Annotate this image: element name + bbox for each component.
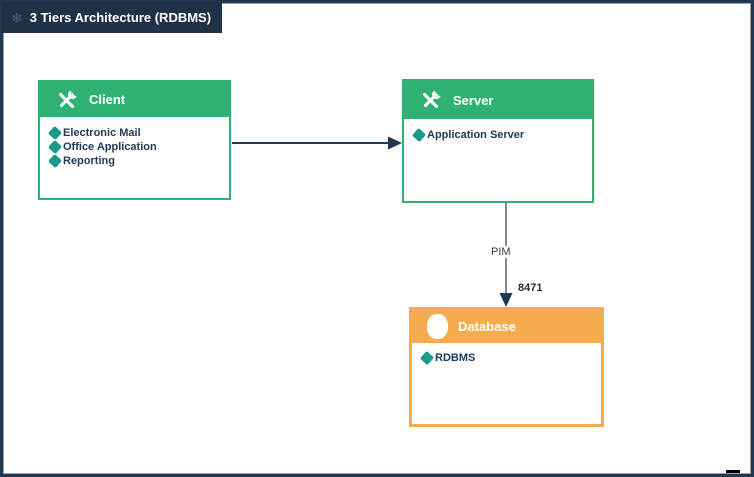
node-client-label: Client <box>89 92 126 107</box>
cursor-artifact <box>726 470 740 473</box>
list-item-label: Application Server <box>427 129 525 141</box>
list-item-label: Reporting <box>63 155 115 167</box>
list-item[interactable]: RDBMS <box>419 350 595 366</box>
list-item[interactable]: Electronic Mail <box>47 125 223 141</box>
tools-icon <box>59 88 79 108</box>
node-server[interactable]: Server Application Server <box>402 79 594 203</box>
list-item[interactable]: Reporting <box>47 153 223 169</box>
node-client[interactable]: Client Electronic Mail Office Applicatio… <box>38 80 231 200</box>
node-client-header[interactable]: Client <box>40 82 229 117</box>
node-database-header[interactable]: Database <box>412 310 601 343</box>
diagram-title: 3 Tiers Architecture (RDBMS) <box>29 10 212 25</box>
connector-end-label-8471: 8471 <box>518 282 543 294</box>
diamond-bullet-icon <box>411 127 427 143</box>
list-item[interactable]: Application Server <box>411 127 586 143</box>
node-server-label: Server <box>453 92 494 108</box>
diagram-title-bar: ❄ 3 Tiers Architecture (RDBMS) <box>2 2 222 33</box>
diamond-bullet-icon <box>419 350 435 366</box>
snowflake-icon: ❄ <box>11 9 23 26</box>
list-item[interactable]: Office Application <box>47 139 223 155</box>
node-database-body: RDBMS <box>412 343 601 366</box>
tools-icon <box>423 89 443 108</box>
connector-label-pim[interactable]: PIM <box>489 246 513 258</box>
node-server-body: Application Server <box>404 119 592 143</box>
diamond-bullet-icon <box>47 153 63 169</box>
node-client-body: Electronic Mail Office Application Repor… <box>40 117 229 169</box>
node-server-header[interactable]: Server <box>404 81 592 119</box>
list-item-label: RDBMS <box>435 352 476 364</box>
diamond-bullet-icon <box>47 125 63 141</box>
list-item-label: Electronic Mail <box>63 127 141 139</box>
database-icon <box>427 314 448 339</box>
node-database-label: Database <box>458 319 516 334</box>
diamond-bullet-icon <box>47 139 63 155</box>
node-database[interactable]: Database RDBMS <box>409 307 604 427</box>
list-item-label: Office Application <box>63 141 157 153</box>
